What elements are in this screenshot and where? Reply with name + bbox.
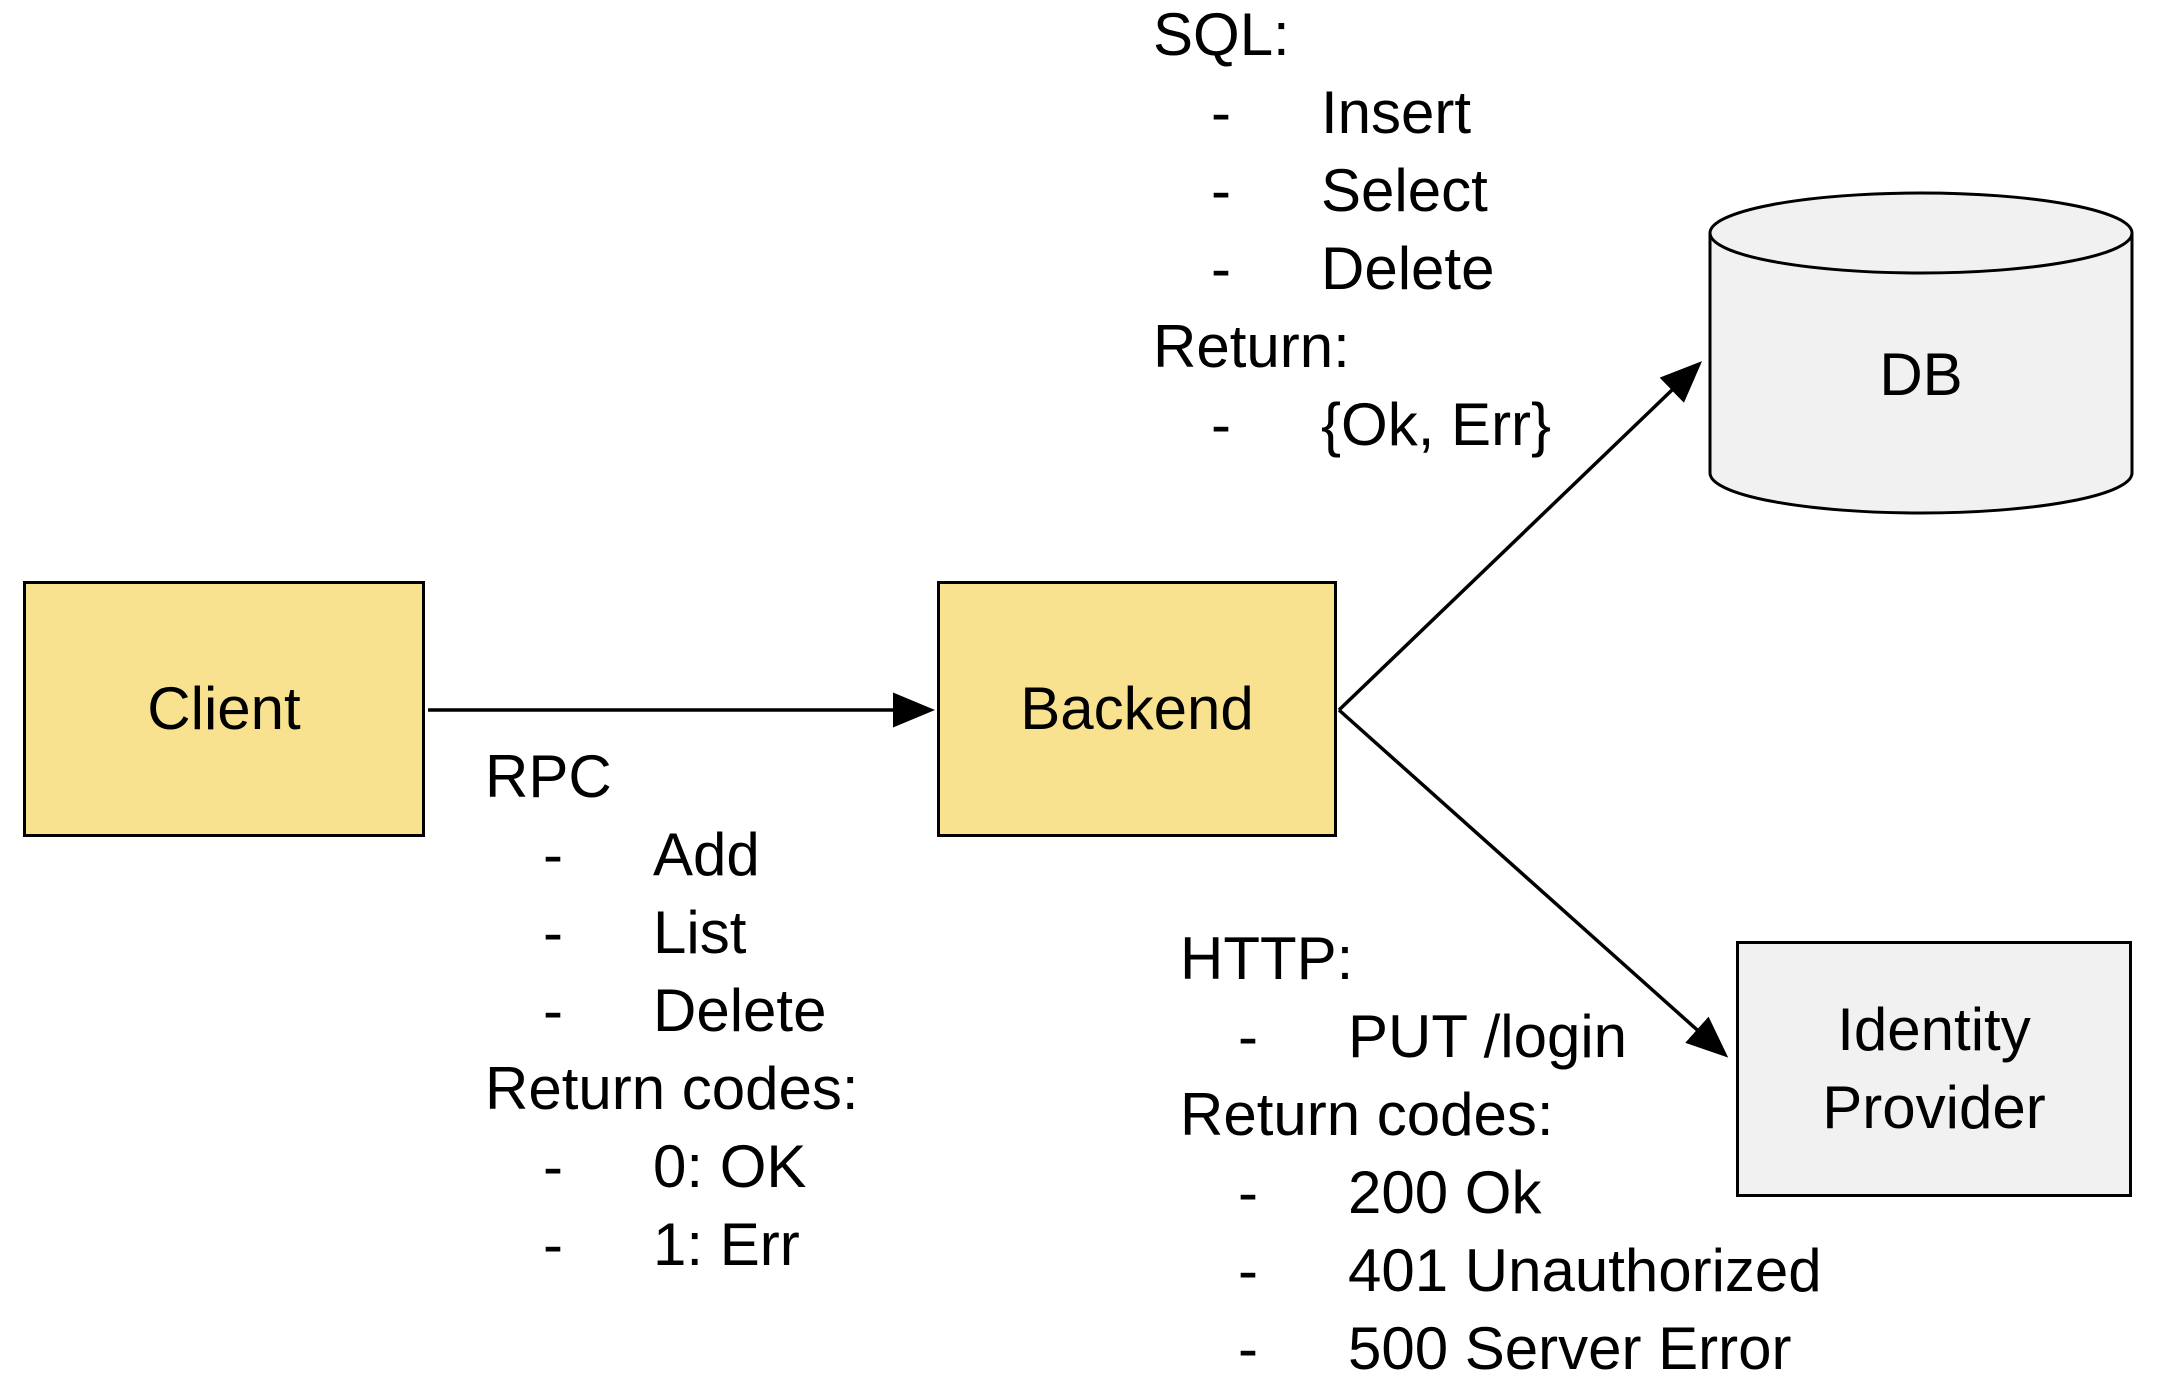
rpc-bullet-text: Add xyxy=(653,821,760,888)
http-return-item: - 500 Server Error xyxy=(1180,1310,1822,1388)
http-return-text: 401 Unauthorized xyxy=(1348,1237,1822,1304)
http-return-title: Return codes: xyxy=(1180,1081,1554,1148)
rpc-bullet-item: - Add xyxy=(485,816,859,894)
db-label-text: DB xyxy=(1879,341,1963,408)
client-node: Client xyxy=(23,581,425,837)
bullet-dash: - xyxy=(1211,391,1231,458)
bullet-dash: - xyxy=(1211,235,1231,302)
rpc-bullet-item: - Delete xyxy=(485,972,859,1050)
rpc-annotation: RPC - Add - List - Delete Return codes: - 0:… xyxy=(485,738,859,1284)
sql-bullet-item: - Insert xyxy=(1153,74,1551,152)
rpc-bullet-item: - List xyxy=(485,894,859,972)
http-return-text: 200 Ok xyxy=(1348,1159,1542,1226)
rpc-return-text: 1: Err xyxy=(653,1211,800,1278)
bullet-dash: - xyxy=(543,821,563,888)
sql-bullet-item: - Delete xyxy=(1153,230,1551,308)
rpc-bullet-text: Delete xyxy=(653,977,827,1044)
http-return-item: - 200 Ok xyxy=(1180,1154,1822,1232)
bullet-dash: - xyxy=(543,1133,563,1200)
http-annotation: HTTP: -PUT /login Return codes: -200 Ok … xyxy=(1180,920,1822,1388)
rpc-title: RPC xyxy=(485,743,612,810)
http-return-item: - 401 Unauthorized xyxy=(1180,1232,1822,1310)
identity-provider-label: Identity Provider xyxy=(1822,996,2046,1141)
bullet-dash: - xyxy=(1211,157,1231,224)
bullet-dash: - xyxy=(543,899,563,966)
db-node-label: DB xyxy=(1710,336,2132,414)
http-return-text: 500 Server Error xyxy=(1348,1315,1792,1382)
http-bullet-text: PUT /login xyxy=(1348,1003,1628,1070)
sql-bullet-text: Insert xyxy=(1321,79,1472,146)
rpc-return-item: - 1: Err xyxy=(485,1206,859,1284)
bullet-dash: - xyxy=(1238,1003,1258,1070)
db-cylinder xyxy=(1708,191,2134,515)
bullet-dash: - xyxy=(543,977,563,1044)
http-title: HTTP: xyxy=(1180,925,1354,992)
sql-bullet-text: Delete xyxy=(1321,235,1495,302)
http-bullet-item: - PUT /login xyxy=(1180,998,1822,1076)
sql-return-title: Return: xyxy=(1153,313,1350,380)
bullet-dash: - xyxy=(1238,1237,1258,1304)
sql-return-item: - {Ok, Err} xyxy=(1153,386,1551,464)
sql-return-text: {Ok, Err} xyxy=(1321,391,1552,458)
backend-label: Backend xyxy=(1020,675,1254,742)
sql-title: SQL: xyxy=(1153,1,1290,68)
bullet-dash: - xyxy=(543,1211,563,1278)
sql-bullet-item: - Select xyxy=(1153,152,1551,230)
rpc-return-title: Return codes: xyxy=(485,1055,859,1122)
rpc-bullet-text: List xyxy=(653,899,747,966)
rpc-return-item: - 0: OK xyxy=(485,1128,859,1206)
sql-annotation: SQL: - Insert - Select - Delete Return: - {O… xyxy=(1153,0,1551,464)
client-label: Client xyxy=(147,675,301,742)
identity-provider-node: Identity Provider xyxy=(1736,941,2132,1197)
bullet-dash: - xyxy=(1238,1159,1258,1226)
rpc-return-text: 0: OK xyxy=(653,1133,807,1200)
backend-db-arrow xyxy=(1337,361,1703,712)
bullet-dash: - xyxy=(1211,79,1231,146)
sql-bullet-text: Select xyxy=(1321,157,1488,224)
backend-node: Backend xyxy=(937,581,1337,837)
bullet-dash: - xyxy=(1238,1315,1258,1382)
backend-identity-provider-arrow xyxy=(1337,708,1729,1058)
